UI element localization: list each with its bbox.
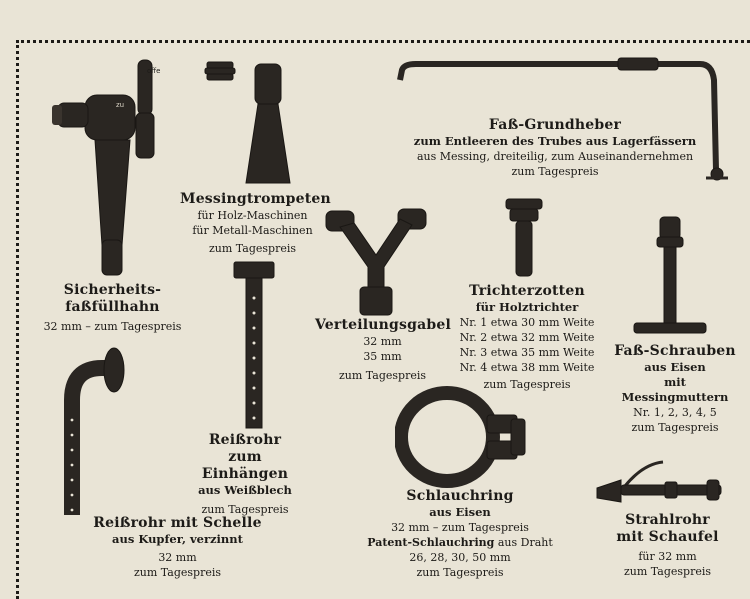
product-detail: für 32 mm [638, 550, 697, 563]
product-subtitle: für Holztrichter [475, 300, 579, 314]
product-price: zum Tagespreis [623, 565, 712, 578]
product-title: Strahlrohr [625, 512, 710, 528]
dotted-border-left [16, 40, 19, 599]
product-detail: Nr. 4 etwa 38 mm Weite [459, 361, 595, 374]
barrel-screws-illustration [633, 216, 707, 334]
brass-trumpets-illustration [204, 61, 291, 184]
product-detail: Nr. 1, 2, 3, 4, 5 [633, 406, 717, 419]
product-price: zum Tagespreis [631, 421, 719, 434]
product-title: mit Schaufel [616, 529, 719, 545]
product-detail: für Holz-Maschinen [197, 209, 308, 222]
product-title: Faß-Grundheber [488, 117, 622, 133]
product-trichterzotten: Trichterzotten für Holztrichter Nr. 1 et… [452, 283, 602, 392]
product-messingtrompeten: Messingtrompeten für Holz-Maschinen für … [180, 191, 331, 256]
product-title: Messingtrompeten [180, 191, 331, 207]
product-title: Verteilungsgabel [315, 317, 451, 333]
product-detail: aus Messing, dreiteilig, zum Auseinander… [416, 150, 694, 163]
product-reissrohr-schelle: Reißrohr mit Schelle aus Kupfer, verzinn… [90, 515, 265, 580]
product-detail: mit [664, 375, 686, 389]
product-detail: Messingmuttern [621, 390, 729, 404]
tear-pipe-illustration [233, 261, 275, 429]
product-price: zum Tagespreis [208, 242, 297, 255]
tear-pipe-with-clamp-illustration [64, 347, 125, 515]
product-subtitle: aus Kupfer, verzinnt [112, 532, 243, 546]
product-detail: Patent-Schlauchring aus Draht [365, 535, 555, 550]
product-detail: aus Weißblech [198, 483, 292, 497]
label-zu: zu [116, 101, 124, 109]
product-verteilungsgabel: Verteilungsgabel 32 mm 35 mm zum Tagespr… [315, 317, 451, 383]
product-price: zum Tagespreis [201, 503, 289, 516]
product-detail: 32 mm – zum Tagespreis [391, 521, 529, 534]
product-price: zum Tagespreis [483, 378, 571, 391]
product-title: Schlauchring [406, 488, 514, 504]
product-price: 32 mm – zum Tagespreis [43, 320, 182, 333]
patent-label: Patent-Schlauchring [367, 536, 495, 549]
distribution-fork-illustration [325, 208, 427, 316]
product-title: Reißrohr mit Schelle [93, 515, 262, 531]
patent-detail: aus Draht [494, 536, 553, 549]
funnel-spouts-illustration [505, 198, 543, 277]
product-reissrohr: Reißrohr zum Einhängen aus Weißblech zum… [185, 432, 305, 517]
product-subtitle: zum Entleeren des Trubes aus Lagerfässer… [413, 134, 697, 148]
product-schlauchring: Schlauchring aus Eisen 32 mm – zum Tages… [365, 488, 555, 580]
product-title: faßfüllhahn [65, 299, 160, 315]
label-offen: offen [147, 67, 160, 75]
nozzle-with-scoop-illustration [596, 460, 722, 503]
product-strahlrohr: Strahlrohr mit Schaufel für 32 mm zum Ta… [605, 512, 730, 579]
product-price: zum Tagespreis [338, 369, 427, 382]
product-detail: 35 mm [363, 350, 402, 363]
barrel-bottom-lifter-illustration [397, 57, 728, 181]
safety-filling-tap-illustration: offen zu [52, 59, 160, 276]
product-subtitle: aus Eisen [429, 505, 491, 519]
product-detail: 32 mm [363, 335, 402, 348]
product-detail: Nr. 1 etwa 30 mm Weite [459, 316, 595, 329]
product-title: zum Einhängen [201, 449, 289, 482]
product-detail: Nr. 2 etwa 32 mm Weite [459, 331, 595, 344]
dotted-border-top [16, 40, 750, 43]
product-price: zum Tagespreis [511, 165, 599, 178]
product-title: Reißrohr [208, 432, 282, 448]
product-title: Faß-Schrauben [614, 343, 736, 359]
product-detail: 32 mm [158, 551, 197, 564]
product-fassschrauben: Faß-Schrauben aus Eisen mit Messingmutte… [610, 343, 740, 435]
product-title: Sicherheits- [63, 282, 162, 298]
product-fassgrundheber: Faß-Grundheber zum Entleeren des Trubes … [405, 117, 705, 179]
product-price: zum Tagespreis [133, 566, 222, 579]
product-title: Trichterzotten [469, 283, 585, 299]
product-sicherheitsfasshahn: Sicherheits- faßfüllhahn 32 mm – zum Tag… [40, 282, 185, 334]
product-detail: für Metall-Maschinen [192, 224, 313, 237]
hose-ring-illustration [395, 386, 526, 488]
product-detail: Nr. 3 etwa 35 mm Weite [459, 346, 595, 359]
product-detail: aus Eisen [644, 360, 706, 374]
product-price: zum Tagespreis [416, 566, 504, 579]
product-detail: 26, 28, 30, 50 mm [409, 551, 511, 564]
